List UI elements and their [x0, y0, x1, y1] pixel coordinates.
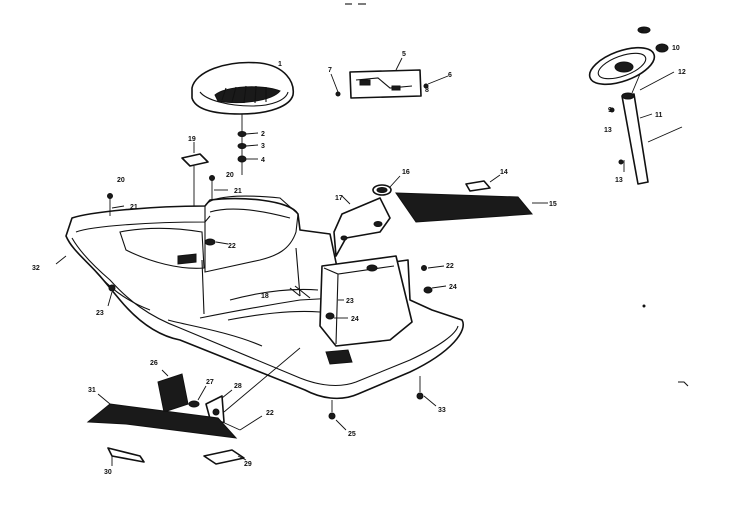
floor-mat-31	[86, 393, 238, 439]
seat-hardware	[237, 114, 259, 175]
cap-16	[372, 175, 401, 196]
identification-plate	[330, 57, 449, 99]
callout-29: 29	[244, 461, 252, 468]
callout-24b: 24	[449, 284, 457, 291]
callout-8: 8	[425, 87, 429, 94]
decal-29	[203, 449, 247, 465]
decal-19	[181, 142, 209, 230]
callout-15: 15	[549, 201, 557, 208]
callout-11: 11	[655, 112, 663, 119]
callout-10: 10	[672, 45, 680, 52]
callout-14: 14	[500, 169, 508, 176]
callout-2: 2	[261, 131, 265, 138]
callout-21a: 21	[130, 204, 138, 211]
callout-23a: 23	[96, 310, 104, 317]
callout-22b: 22	[446, 263, 454, 270]
callout-9b: 9	[608, 107, 612, 114]
callout-12: 12	[678, 69, 686, 76]
callout-7: 7	[328, 67, 332, 74]
callout-1: 1	[278, 61, 282, 68]
callout-17: 17	[335, 195, 343, 202]
callout-21b: 21	[234, 188, 242, 195]
callout-9a: 9	[640, 27, 644, 34]
callout-16: 16	[402, 169, 410, 176]
callout-18: 18	[261, 293, 269, 300]
callout-6: 6	[448, 72, 452, 79]
callout-13a: 13	[604, 127, 612, 134]
callout-19: 19	[188, 136, 196, 143]
seat	[191, 61, 294, 115]
callout-5: 5	[402, 51, 406, 58]
callouts: 1 2 3 4 5 6 7 8 9 9 10 11 12 13 13 14 15…	[32, 27, 686, 476]
floor-mat-15	[395, 192, 548, 223]
callout-26: 26	[150, 360, 158, 367]
callout-4: 4	[261, 157, 265, 164]
callout-31: 31	[88, 387, 96, 394]
callout-28: 28	[234, 383, 242, 390]
callout-20a: 20	[117, 177, 125, 184]
callout-33: 33	[438, 407, 446, 414]
callout-24a: 24	[351, 316, 359, 323]
decal-30	[107, 447, 145, 466]
callout-22c: 22	[266, 410, 274, 417]
callout-20b: 20	[226, 172, 234, 179]
callout-13b: 13	[615, 177, 623, 184]
callout-22a: 22	[228, 243, 236, 250]
pedal-26	[157, 369, 189, 413]
callout-3: 3	[261, 143, 265, 150]
decal-14	[465, 174, 501, 192]
callout-32: 32	[32, 265, 40, 272]
body-hardware	[55, 175, 447, 431]
main-body	[65, 195, 464, 400]
panel-17	[333, 195, 391, 257]
callout-30: 30	[104, 469, 112, 476]
stray-mark	[642, 304, 689, 387]
callout-25: 25	[348, 431, 356, 438]
callout-23b: 23	[346, 298, 354, 305]
callout-27: 27	[206, 379, 214, 386]
steering-assembly	[588, 26, 683, 185]
